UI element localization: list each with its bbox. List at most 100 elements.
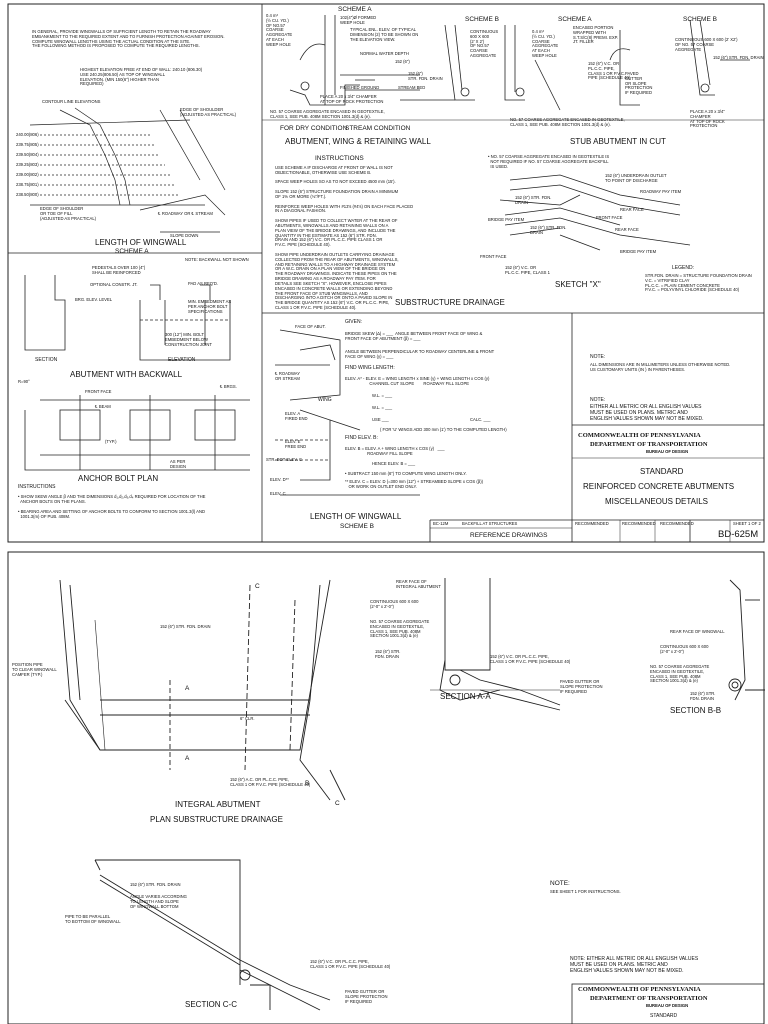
scheme-b-sub1: • SUBTRACT 150 mm (6") TO COMPUTE WING L… xyxy=(345,471,467,476)
scheme-b-wl: W.L. = ___ xyxy=(372,393,393,398)
sketch-title: SKETCH "X" xyxy=(555,280,601,289)
backwall-instr-title: INSTRUCTIONS xyxy=(18,484,56,490)
wingwall-a-highest-elev: HIGHEST ELEVATION FREE AT END OF WALL: 2… xyxy=(80,67,203,87)
stub-vc: 152 (6") V.C. OR PL.C.C. PIPE, CLASS 1 O… xyxy=(588,61,631,81)
title-org2: DEPARTMENT OF TRANSPORTATION xyxy=(590,441,708,448)
title-abutments: REINFORCED CONCRETE ABUTMENTS xyxy=(583,482,735,491)
wingwall-a-contour: CONTOUR LINE ELEVATIONS xyxy=(42,99,101,104)
scheme-b-elev-d: ELEV. D** xyxy=(270,477,289,482)
stub-str-fdn: 152 (6") STR. FDN. DRAIN xyxy=(713,55,764,60)
wingwall-a-elev-1: 239.75(805) xyxy=(16,142,39,147)
stub-paved: PAVED GUTTER OR SLOPE PROTECTION IF REQU… xyxy=(625,71,653,96)
wingwall-a-elev-2: 239.50(804) xyxy=(16,152,39,157)
scheme-b-find-len: FIND WING LENGTH: xyxy=(345,365,395,371)
scheme-b-calc: CALC. ___ xyxy=(470,417,491,422)
abutment-title: ABUTMENT, WING & RETAINING WALL xyxy=(285,137,431,146)
instructions-body: USE SCHEME A IF DISCHARGE AT FRONT OF WA… xyxy=(275,165,414,311)
backwall-min-bolt: 300 (12") MIN. BOLT EMBEDMENT BELOW CONS… xyxy=(165,332,212,347)
anchor-bolt-title: ANCHOR BOLT PLAN xyxy=(78,474,159,483)
note2-label: NOTE: xyxy=(590,397,606,403)
plan-str-fdn: 152 (6") STR. FDN. DRAIN xyxy=(160,624,211,629)
sketch-underdrain: 152 (6") UNDERDRAIN OUTLET TO POINT OF D… xyxy=(605,173,667,183)
plan-min-cl: 6" CLR. xyxy=(240,716,255,721)
scheme-b-given: GIVEN: xyxy=(345,319,362,325)
sketch-note: • NO. 57 COARSE AGGREGATE ENCASED IN GEO… xyxy=(488,154,610,169)
note2-text: EITHER ALL METRIC OR ALL ENGLISH VALUES … xyxy=(590,404,704,422)
scheme-b-wl2: W.L. = ___ xyxy=(372,405,393,410)
scheme-b-angle: ANGLE BETWEEN PERPENDICULAR TO ROADWAY C… xyxy=(345,349,495,359)
scheme-b-use: USE ___ xyxy=(372,417,389,422)
title-misc: MISCELLANEOUS DETAILS xyxy=(605,497,708,506)
section-cc-title: SECTION C-C xyxy=(185,1000,237,1009)
stub-scheme-b-label: SCHEME B xyxy=(465,16,499,23)
stub-scheme-a-label: SCHEME A xyxy=(558,16,592,23)
stub-continuous: CONTINUOUS 600 X 600 (2' X 2') OF NO.57 … xyxy=(470,29,499,59)
sketch-bridge-pay: BRIDGE PAY ITEM xyxy=(488,217,525,222)
plan-b: B xyxy=(305,780,310,787)
scheme-b-wing: WING xyxy=(318,397,332,403)
abutment-normal-water: NORMAL WATER DEPTH xyxy=(360,51,409,56)
backwall-brgs: ℄ BRGS. xyxy=(220,384,237,389)
section-aa-no57: NO. 57 COARSE AGGREGATE ENCASED IN GEOTE… xyxy=(370,619,430,639)
legend-title: LEGEND: xyxy=(672,265,694,271)
scheme-b-elev-b: ELEV. B = ELEV. A + WING LENGTH x COS (γ… xyxy=(345,446,445,456)
section-cc-str: 152 (6") STR. FDN. DRAIN xyxy=(130,882,181,887)
scheme-b-face-abut: FACE OF ABUT. xyxy=(295,324,326,329)
backwall-section: SECTION xyxy=(35,357,58,363)
wingwall-a-elev-3: 239.25(803) xyxy=(16,162,39,167)
backwall-brg: BRG. ELEV. LEVEL xyxy=(75,297,113,302)
section-aa-paved: PAVED GUTTER OR SLOPE PROTECTION IF REQU… xyxy=(560,679,603,694)
section-cc-angle: ANGLE VARIES ACCORDING TO LENGTH AND SLO… xyxy=(130,894,187,909)
wingwall-a-title: LENGTH OF WINGWALL xyxy=(95,238,187,247)
sketch-str-fdn: 152 (6") STR. FDN. DRAIN xyxy=(515,195,552,205)
sketch-rear-face2: REAR FACE xyxy=(615,227,639,232)
ref-no: BC-12M xyxy=(433,521,449,526)
title-standard: STANDARD xyxy=(640,467,684,476)
section-bb-cont: CONTINUOUS 600 X 600 (2'-0" x 2'-0") xyxy=(660,644,709,654)
section-bb-title: SECTION B-B xyxy=(670,706,722,715)
ref-title: REFERENCE DRAWINGS xyxy=(470,532,548,539)
note1-label: NOTE: xyxy=(590,354,606,360)
scheme-b-hence: HENCE ELEV. B = ___ xyxy=(372,461,416,466)
bottom-note2: NOTE: EITHER ALL METRIC OR ALL ENGLISH V… xyxy=(570,956,699,974)
plan-vc: 152 (6") A.C. OR PL.C.C. PIPE, CLASS 1 O… xyxy=(230,777,311,787)
sketch-bridge-pay2: BRIDGE PAY ITEM xyxy=(620,249,657,254)
backwall-pad: PAD AS REQ'D. xyxy=(188,281,219,286)
scheme-b-sub2: ** ELEV. C = ELEV. D (=300 mm (12") + ST… xyxy=(345,479,483,489)
bottom-title-bureau: BUREAU OF DESIGN xyxy=(646,1003,689,1008)
section-aa-rear: REAR FACE OF INTEGRAL ABUTMENT xyxy=(396,579,441,589)
abutment-finished-ground: FINISHED GROUND xyxy=(340,85,380,90)
instructions-title: INSTRUCTIONS xyxy=(315,155,364,162)
abutment-no57: NO. 57 COARSE AGGREGATE ENCASED IN GEOTE… xyxy=(270,109,385,119)
wingwall-a-slope-down: SLOPE DOWN xyxy=(170,233,199,238)
backwall-note: NOTE: BACKWALL NOT SHOWN xyxy=(185,257,249,262)
abutment-dry: FOR DRY CONDITION xyxy=(280,125,348,132)
stub-cont2: CONTINUOUS 600 X 600 (2' X2') OF NO. 57 … xyxy=(675,37,738,52)
section-bb-str: 152 (6") STR. FDN. DRAIN xyxy=(690,691,716,701)
wingwall-a-subtitle: SCHEME A xyxy=(115,248,149,255)
plan-cl-c: C xyxy=(255,583,260,590)
backwall-optional: OPTIONAL CONSTR. JT. xyxy=(90,282,138,287)
stub-no57b: NO. 57 COARSE AGGREGATE ENCASED IN GEOTE… xyxy=(510,117,625,127)
wingwall-a-elev-4: 239.00(802) xyxy=(16,172,39,177)
backwall-elevation: ELEVATION xyxy=(168,357,196,363)
substructure-drainage-title: SUBSTRUCTURE DRAINAGE xyxy=(395,298,505,307)
stub-coarse: 0.4 m³ (½ CU. YD.) COARSE AGGREGATE AT E… xyxy=(532,29,559,59)
sketch-vc: 152 (6") V.C. OR PL.C.C. PIPE, CLASS 1 xyxy=(505,265,550,275)
section-bb-no57: NO. 57 COARSE AGGREGATE ENCASED IN GEOTE… xyxy=(650,664,710,684)
backwall-beam: ℄ BEAM xyxy=(95,404,111,409)
wingwall-a-elev-5: 238.75(801) xyxy=(16,182,39,187)
title-org1: COMMONWEALTH OF PENNSYLVANIA xyxy=(578,432,701,439)
bottom-title-org2: DEPARTMENT OF TRANSPORTATION xyxy=(590,995,708,1002)
wingwall-a-edge-fill: EDGE OF SHOULDER OR TOE OF FILL (ADJUSTE… xyxy=(40,206,97,221)
scheme-b-subtitle: SCHEME B xyxy=(340,523,374,530)
backwall-pedestals: PEDESTALS OVER 100 (4") SHALL BE REINFOR… xyxy=(92,265,146,275)
section-cc-vc: 152 (6") V.C. OR PL.C.C. PIPE, CLASS 1 O… xyxy=(310,959,391,969)
scheme-b-str-bot: STR. BOT ELEV. C xyxy=(266,457,303,462)
backwall-r90: R=90° xyxy=(18,379,30,384)
plan-position: POSITION PIPE TO CLEAR WINGWALL CAMFER (… xyxy=(12,662,57,677)
title-rec3: RECOMMENDED xyxy=(660,521,694,526)
backwall-instr-2: • BEARING AREA AND SETTING OF ANCHOR BOL… xyxy=(18,509,205,519)
scheme-b-elev-e: ELEV. E FREE END xyxy=(285,439,307,449)
